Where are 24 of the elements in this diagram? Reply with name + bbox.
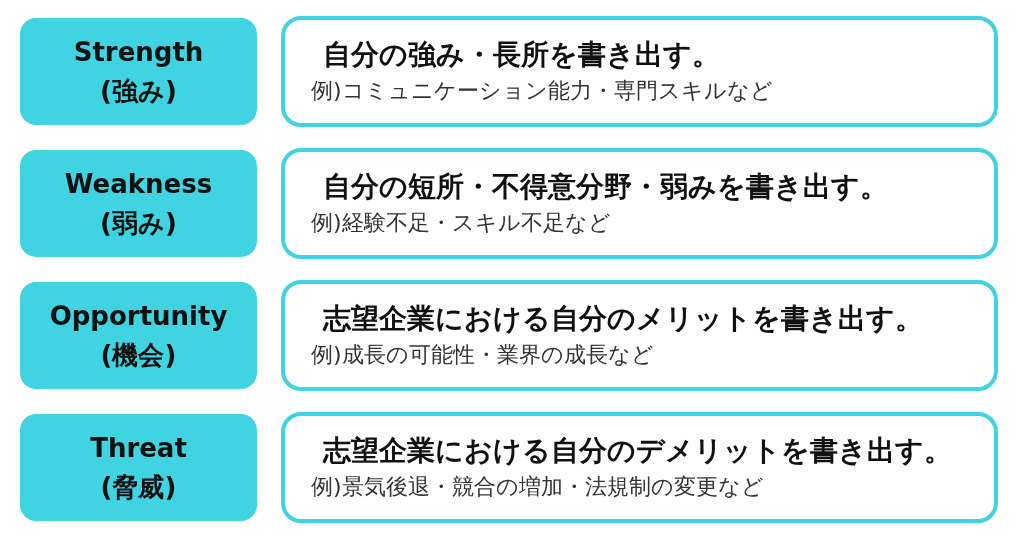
category-subtitle: (弱み) [100,206,177,240]
example-text: 例)経験不足・スキル不足など [311,208,611,237]
category-subtitle: (脅威) [100,470,177,504]
description-box [281,280,998,391]
category-label: Threat [90,431,187,465]
category-box [20,414,257,521]
example-text: 例)景気後退・競合の増加・法規制の変更など [311,472,764,501]
description-heading: 志望企業における自分のデメリットを書き出す。 [323,433,952,470]
category-label: Strength [73,35,204,69]
example-text: 例)コミュニケーション能力・専門スキルなど [311,76,773,105]
category-box [20,150,257,257]
category-label: Weakness [64,167,213,201]
category-label: Opportunity [49,299,228,333]
category-box [20,282,257,389]
category-subtitle: (強み) [100,74,177,108]
example-text: 例)成長の可能性・業界の成長など [311,340,654,369]
category-box [20,18,257,125]
description-heading: 自分の短所・不得意分野・弱みを書き出す。 [323,169,888,206]
description-box [281,16,998,127]
category-subtitle: (機会) [100,338,177,372]
description-heading: 自分の強み・長所を書き出す。 [323,37,720,74]
description-box [281,148,998,259]
description-heading: 志望企業における自分のメリットを書き出す。 [323,301,923,338]
description-box [281,412,998,523]
